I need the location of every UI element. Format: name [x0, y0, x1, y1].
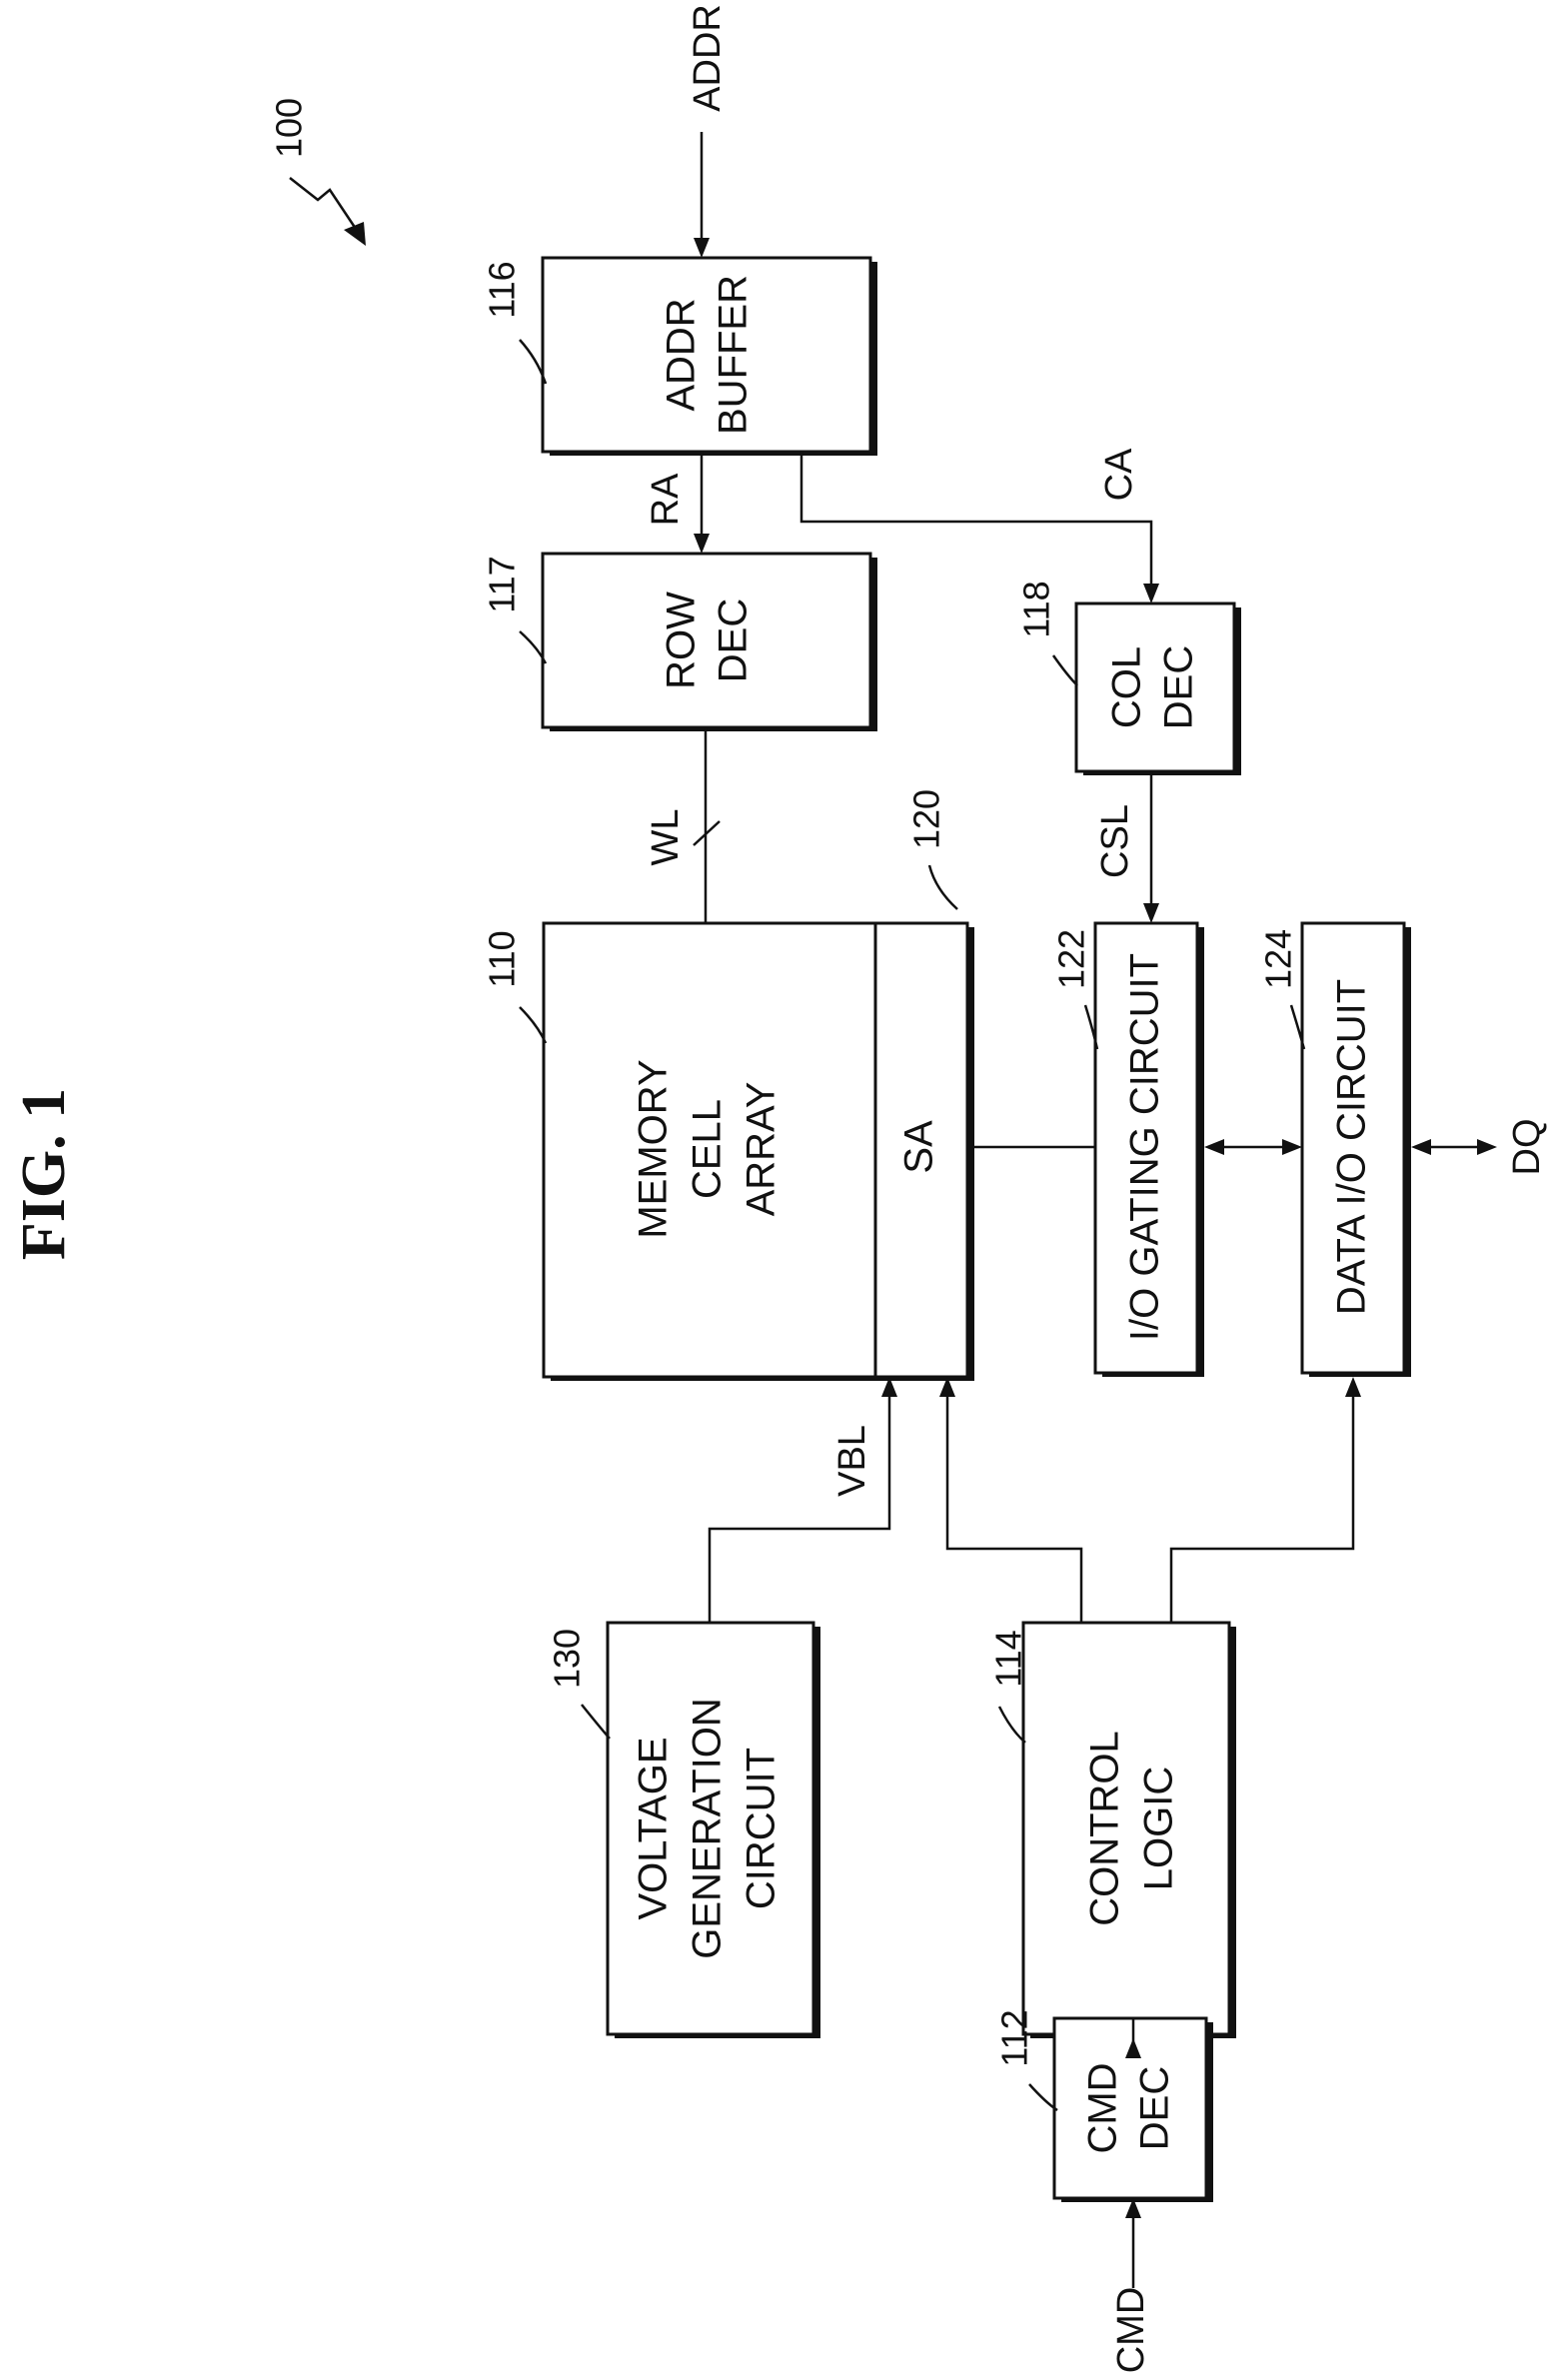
- addr-input-arrowhead: [694, 238, 710, 258]
- ref-118: 118: [1016, 581, 1057, 637]
- memory-cell-array-line-1: MEMORY: [632, 1059, 676, 1238]
- voltage-generation-circuit-block: VOLTAGE GENERATION CIRCUIT: [608, 1623, 820, 2038]
- memory-cell-array-block: MEMORY CELL ARRAY SA: [544, 923, 974, 1381]
- data-io-circuit-label: DATA I/O CIRCUIT: [1330, 979, 1374, 1315]
- csl-signal-label: CSL: [1094, 804, 1136, 878]
- row-dec-block: ROW DEC: [543, 554, 877, 731]
- ra-signal-label: RA: [645, 473, 687, 526]
- io-gating-data-io-arrowhead-right: [1282, 1139, 1302, 1155]
- csl-arrowhead: [1143, 903, 1159, 923]
- sense-amp-label: SA: [897, 1120, 941, 1174]
- dq-arrowhead-right: [1477, 1139, 1497, 1155]
- io-gating-circuit-block: I/O GATING CIRCUIT: [1095, 923, 1204, 1377]
- addr-signal-label: ADDR: [687, 4, 729, 112]
- ca-signal-label: CA: [1098, 448, 1140, 501]
- voltage-generation-line-2: GENERATION: [686, 1698, 730, 1959]
- ref-114: 114: [988, 1630, 1029, 1687]
- ref-124: 124: [1258, 929, 1299, 989]
- row-dec-line-1: ROW: [660, 592, 704, 689]
- addr-buffer-line-1: ADDR: [660, 298, 704, 411]
- control-to-data-io-arrowhead: [1345, 1377, 1361, 1397]
- control-to-data-io-line: [1171, 1395, 1353, 1623]
- data-io-circuit-block: DATA I/O CIRCUIT: [1302, 923, 1411, 1377]
- cmd-dec-line-1: CMD: [1081, 2062, 1125, 2153]
- voltage-generation-line-3: CIRCUIT: [740, 1748, 783, 1909]
- col-dec-line-2: DEC: [1157, 645, 1201, 729]
- dq-signal-label: DQ: [1506, 1119, 1548, 1176]
- io-gating-data-io-arrowhead-left: [1204, 1139, 1224, 1155]
- reference-100-leader: [290, 178, 358, 232]
- memory-cell-array-line-2: CELL: [686, 1099, 730, 1199]
- dq-arrowhead-left: [1411, 1139, 1431, 1155]
- cmd-signal-label: CMD: [1110, 2287, 1152, 2374]
- ref-120-leader: [929, 865, 957, 909]
- control-logic-line-2: LOGIC: [1137, 1767, 1181, 1890]
- ref-114-leader: [999, 1707, 1025, 1743]
- control-to-sa-line: [947, 1395, 1081, 1623]
- addr-buffer-line-2: BUFFER: [712, 275, 756, 435]
- wl-signal-label: WL: [645, 809, 687, 866]
- reference-100-arrowhead: [344, 222, 366, 246]
- control-logic-line-1: CONTROL: [1083, 1731, 1127, 1926]
- ref-130: 130: [547, 1629, 588, 1689]
- ref-112: 112: [994, 2009, 1035, 2066]
- ref-130-leader: [582, 1705, 610, 1739]
- ref-118-leader: [1053, 655, 1077, 685]
- ref-117: 117: [482, 556, 523, 612]
- ra-arrowhead: [694, 534, 710, 554]
- row-dec-line-2: DEC: [712, 598, 756, 682]
- reference-100: 100: [269, 98, 310, 158]
- cmd-dec-line-2: DEC: [1133, 2066, 1177, 2150]
- ref-110-leader: [520, 1007, 546, 1043]
- col-dec-block: COL DEC: [1076, 603, 1241, 775]
- figure-title: FIG. 1: [10, 1088, 78, 1260]
- ref-116: 116: [482, 261, 523, 318]
- ref-110: 110: [482, 930, 523, 987]
- vbl-signal-label: VBL: [831, 1425, 873, 1497]
- io-gating-circuit-label: I/O GATING CIRCUIT: [1123, 953, 1167, 1341]
- ca-arrowhead: [1143, 584, 1159, 603]
- ref-122: 122: [1051, 929, 1092, 989]
- memory-cell-array-line-3: ARRAY: [740, 1082, 783, 1217]
- voltage-generation-line-1: VOLTAGE: [632, 1737, 676, 1919]
- control-logic-block: CONTROL LOGIC: [1023, 1623, 1236, 2038]
- addr-buffer-block: ADDR BUFFER: [543, 258, 877, 456]
- ref-120: 120: [906, 789, 947, 849]
- col-dec-line-1: COL: [1105, 646, 1149, 728]
